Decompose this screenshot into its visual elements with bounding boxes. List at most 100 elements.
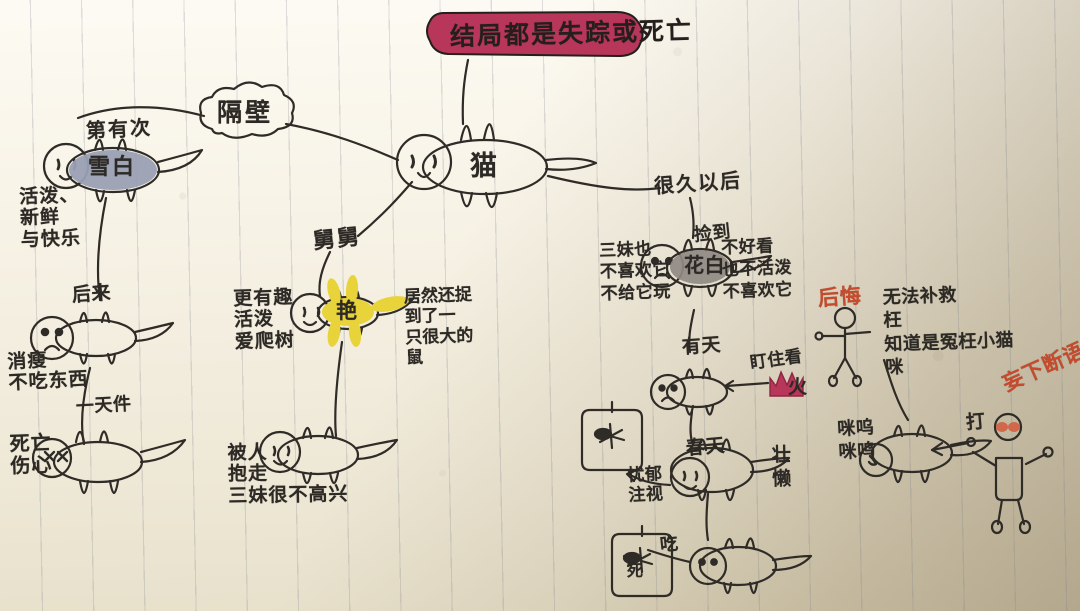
yellow-cat-highlight	[322, 275, 409, 347]
taken-cat-tail	[355, 438, 399, 461]
hit-arrow-knob	[965, 436, 977, 448]
lazy-cat-eyes	[682, 470, 699, 482]
edge-cat-to-later	[546, 174, 662, 191]
staring-cat-head	[649, 373, 687, 411]
thin-cat-tail	[133, 321, 175, 343]
spring-label: 春天	[685, 434, 726, 460]
thin-cat-legs	[78, 352, 117, 365]
regret-person-head	[833, 306, 857, 330]
regret-label: 后悔	[817, 283, 863, 311]
crying-cat-legs	[892, 469, 931, 484]
edge-later-to-found	[688, 196, 695, 240]
lazy-cat-ears	[696, 438, 732, 452]
white-cat-name: 雪白	[88, 155, 137, 180]
dead-cat-legs	[78, 479, 120, 495]
staring-cat-frown	[660, 396, 676, 403]
center-cat-legs	[459, 190, 499, 209]
hit-arrow-shaft	[930, 441, 970, 452]
huabai-cat-body	[665, 247, 735, 289]
thin-cat-eye-right	[54, 327, 64, 337]
edge-yellow-to-taken	[334, 340, 344, 438]
taken-away-label: 被人 抱走 三妹很不高兴	[227, 441, 349, 507]
eating-cat-eye-right	[710, 558, 718, 566]
arrow-to-fire-shaft	[724, 381, 770, 388]
taken-cat-ears	[301, 426, 335, 440]
angry-person-head	[993, 412, 1023, 442]
crying-cat-ears	[892, 424, 927, 438]
edge-neighbor-to-cat	[284, 122, 400, 162]
yellow-cat-mouth	[302, 320, 318, 327]
angry-cheek-right	[1008, 422, 1020, 432]
taken-cat-eyes	[272, 445, 291, 457]
hit-label: 打	[965, 410, 987, 434]
crying-cat-tail	[949, 439, 993, 457]
edge-uncle-to-cat	[356, 180, 414, 238]
staring-cat-legs	[684, 404, 715, 416]
lazy-cat-mouth	[682, 484, 698, 491]
bird-lower-body	[622, 551, 642, 565]
arrow-gaze-head	[625, 468, 638, 483]
white-cat-ears	[93, 138, 128, 152]
regret-person-foot-left	[827, 374, 839, 388]
thin-cat-eye-left	[40, 327, 50, 337]
dead-bird-label: 死	[627, 561, 644, 580]
angry-cheek-left	[996, 422, 1008, 432]
white-cat-highlight	[69, 150, 157, 190]
bird-cage-lower	[610, 532, 674, 598]
title-highlight-pill	[426, 10, 644, 58]
center-cat-ears	[459, 123, 496, 142]
bird-upper-body	[593, 427, 613, 441]
center-cat-body	[421, 138, 549, 196]
taken-cat-body	[276, 434, 360, 476]
thin-cat-head	[29, 315, 75, 361]
thin-cat-frown	[43, 344, 61, 352]
lazy-cat-body	[669, 446, 755, 494]
gloomy-gaze-label: 忧郁 注视	[626, 464, 665, 507]
crying-cat-body	[870, 432, 954, 474]
edge-gaze-to-cage	[626, 472, 672, 487]
death-label: 死亡 伤心	[9, 430, 53, 479]
huabai-cat-highlight	[670, 250, 730, 284]
one-day-label-right: 有天	[681, 333, 722, 359]
center-cat-mouth	[416, 171, 432, 179]
taken-cat-head	[258, 430, 302, 474]
thin-cat-decline: 消瘦 不吃东西	[6, 349, 90, 395]
yellow-cat-eyes	[302, 306, 321, 318]
huabai-cat-tail	[731, 254, 773, 274]
dead-cat-ears	[74, 430, 110, 444]
angry-person-foot-left	[990, 519, 1004, 535]
edge-lazy-to-eating	[705, 492, 710, 542]
angry-person-hand-right	[1042, 446, 1054, 458]
lazy-cat-tail	[749, 456, 791, 474]
regret-person-legs	[832, 356, 858, 380]
hit-arrow-head	[930, 441, 944, 457]
yellow-cat-traits: 更有趣 活泼 爱爬树	[232, 285, 296, 353]
regret-person-foot-right	[851, 374, 863, 388]
eating-cat-tail	[771, 554, 813, 572]
edge-neighbor-to-white-cat	[76, 106, 206, 120]
huabai-cat-legs	[682, 284, 718, 298]
angry-person-body	[994, 456, 1024, 502]
sister-dislike-label: 三妹也 不喜欢它 不给它玩	[598, 239, 672, 304]
taken-cat-mouth	[272, 459, 289, 466]
angry-person-legs	[996, 498, 1026, 526]
huabai-cat-frown	[653, 272, 671, 280]
white-cat-traits: 活泼、 新鲜 与快乐	[18, 183, 82, 251]
center-node-label: 猫	[470, 151, 498, 182]
crying-cat-head	[858, 442, 894, 478]
arrow-to-fire-head	[723, 379, 735, 393]
edge-huabai-to-oneday	[688, 308, 696, 354]
center-cat-head	[395, 133, 453, 191]
neighbor-cloud-node	[199, 81, 295, 139]
huabai-cat-name: 花白	[684, 253, 725, 277]
edge-eat-to-cage	[646, 548, 692, 564]
regret-person-hand-left	[814, 331, 824, 341]
edge-fire-to-spring	[689, 410, 694, 444]
dead-cat-x-eyes	[43, 450, 69, 463]
white-cat-legs	[94, 188, 137, 203]
huabai-cat-eye-left	[650, 256, 660, 266]
strong-lazy-label: 壮 懒	[771, 443, 792, 490]
title-stem	[461, 58, 470, 126]
regret-text: 无法补救 枉 知道是冤枉小猫 咪	[882, 284, 1015, 379]
